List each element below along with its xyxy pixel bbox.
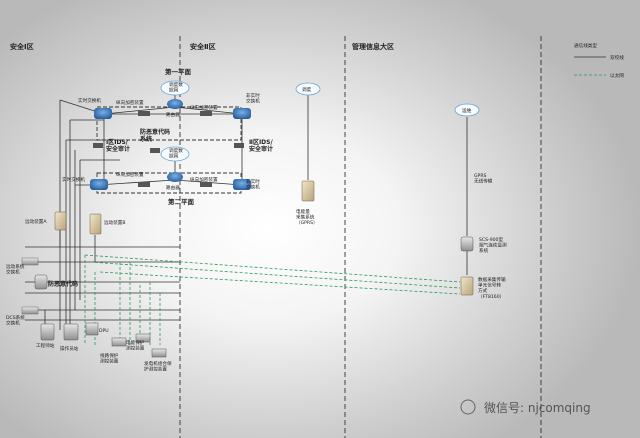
dpu-icon: [85, 322, 99, 336]
solid-links: [25, 94, 468, 330]
label-vertical-enc-3: 纵向加密装置: [116, 171, 144, 178]
label-nrt-switch-1: 非实时交换机: [246, 92, 260, 105]
label-operator-station: 操作员站: [60, 345, 79, 352]
label-vertical-enc-2: 纵向加密装置: [190, 104, 218, 111]
label-gprs-terminal: 电能量采集系统（GPRS）: [296, 208, 318, 226]
label-router-2: 路由器: [166, 184, 180, 191]
label-rt-switch-1: 实时交换机: [78, 97, 101, 104]
node-labels: 实时交换机非实时交换机实时交换机非实时交换机路由器路由器纵向加密装置纵向加密装置…: [6, 81, 507, 373]
label-eng-station: 工程师站: [36, 342, 55, 349]
label-remote-sw: 远动系统交换机: [6, 263, 25, 276]
encryptor-2-icon: [200, 111, 212, 116]
relay-1-icon: [111, 337, 127, 347]
plane-1-label: 第一平面: [165, 67, 192, 76]
zone-dividers: [179, 36, 542, 438]
label-vertical-enc-4: 纵向加密装置: [190, 176, 218, 183]
label-dpu: DPU: [99, 328, 109, 334]
encryptor-1-icon: [138, 111, 150, 116]
cloud-dispatch-2: [454, 103, 480, 117]
operator-station-icon: [63, 323, 79, 341]
legend-solid-label: 双绞线: [610, 54, 624, 61]
label-anti-virus-1: 防恶意代码系统: [140, 128, 170, 143]
label-ids-1: Ⅰ区IDS/安全审计: [106, 138, 130, 153]
rt-switch-2-icon: [90, 179, 108, 190]
zone-2-label: 安全Ⅱ区: [190, 42, 216, 51]
router-2-icon: [167, 172, 183, 182]
dashed-links: [84, 254, 461, 345]
label-relay-1: 线路保护测控装置: [100, 352, 119, 365]
label-dispatch-net-2: 调度数据网: [169, 147, 183, 160]
label-rt-switch-2: 实时交换机: [62, 176, 85, 183]
label-ft8160: 数据采集传输单元信号转方式（FT8160）: [478, 276, 506, 300]
label-ids-2: Ⅱ区IDS/安全审计: [249, 138, 273, 153]
label-dispatch-center-2: 运维: [462, 107, 472, 114]
label-anti-virus-2: 防恶意代码: [48, 280, 78, 288]
label-nrt-switch-2: 非实时交换机: [246, 178, 260, 191]
label-relay-3: 发电机组合保护测控装置: [144, 360, 172, 373]
rt-switch-1-icon: [94, 108, 112, 119]
zone-3-label: 管理信息大区: [352, 42, 394, 51]
ids-1-icon: [93, 143, 103, 148]
eng-station-icon: [40, 323, 55, 341]
nrt-switch-2-icon: [233, 179, 251, 190]
ids-2-icon: [234, 143, 244, 148]
encryptor-3-icon: [138, 182, 150, 187]
plane-2-label: 第二平面: [168, 197, 195, 206]
router-1-icon: [167, 99, 183, 109]
nrt-switch-1-icon: [233, 108, 251, 119]
remote-sw-icon: [21, 257, 39, 266]
cloud-dispatch-net-1: [160, 80, 190, 96]
cloud-dispatch-net-2: [160, 146, 190, 162]
label-relay-2: 电能保护测控装置: [126, 339, 145, 352]
encryptor-4-icon: [200, 182, 212, 187]
scs900-icon: [460, 236, 474, 252]
anti-virus-2-icon: [34, 274, 48, 290]
switch-icons: [21, 99, 251, 315]
label-dispatch-net-1: 调度数据网: [169, 81, 183, 94]
relay-2-icon: [135, 333, 151, 343]
label-dcs-sw: DCS系统交换机: [6, 314, 25, 327]
remote-a-icon: [54, 211, 67, 231]
legend-title: 通信线类型: [574, 42, 597, 49]
zone-1-label: 安全Ⅰ区: [10, 42, 34, 51]
gprs-terminal-icon: [301, 180, 315, 202]
remote-b-icon: [89, 213, 102, 235]
legend: 通信线类型 双绞线 以太网: [574, 42, 624, 79]
ft8160-icon: [460, 276, 474, 296]
label-dispatch-center-1: 调度: [302, 86, 312, 93]
label-remote-b: 远动装置B: [104, 219, 126, 226]
relay-3-icon: [151, 348, 167, 358]
legend-dashed-label: 以太网: [610, 72, 624, 79]
device-icons: [34, 180, 474, 358]
label-remote-a: 远动装置A: [25, 218, 47, 225]
cloud-dispatch-1: [295, 82, 321, 96]
label-scs900: SCS-900型烟气连续监测系统: [479, 236, 507, 254]
dcs-sw-icon: [21, 306, 39, 315]
anti-virus-1-icon: [150, 148, 160, 153]
watermark: 微信号: njcomqing: [484, 401, 591, 415]
wechat-icon: [460, 399, 476, 415]
label-vertical-enc-1: 纵向加密装置: [116, 99, 144, 106]
label-router-1: 路由器: [166, 111, 180, 118]
